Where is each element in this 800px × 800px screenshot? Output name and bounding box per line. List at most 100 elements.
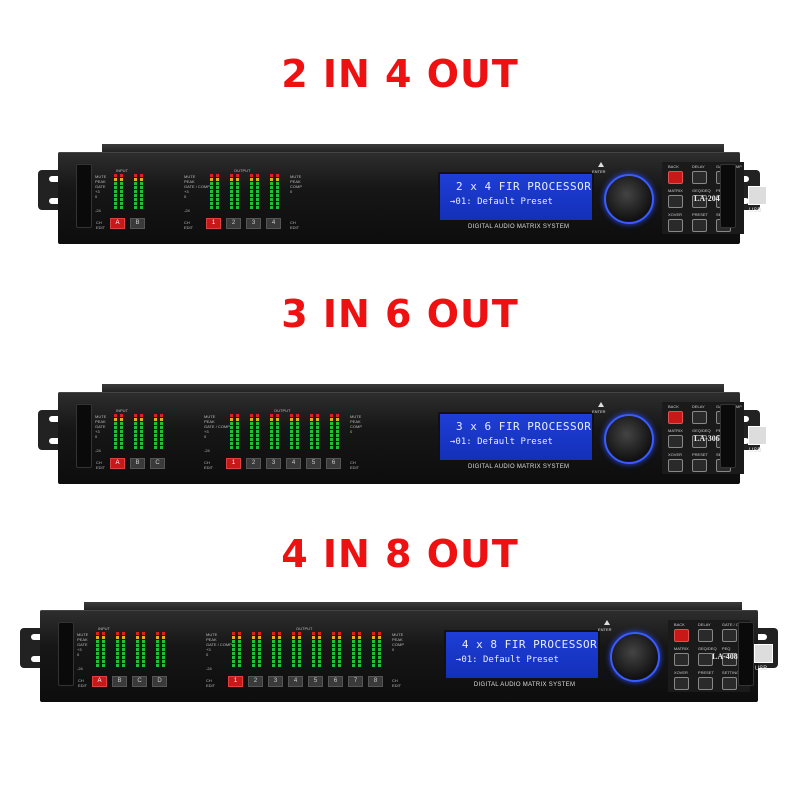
output-select-4-button[interactable]: 4	[288, 676, 303, 687]
input-meter-legend: MUTE PEAK GATE +3 0	[77, 632, 89, 657]
output-meter-4	[276, 174, 279, 209]
function-button-preset[interactable]	[692, 459, 707, 472]
input-meter-A	[114, 174, 117, 209]
output-meter-6	[330, 414, 333, 449]
heading-2: 3 IN 6 OUT	[281, 292, 519, 336]
usb-port[interactable]	[753, 644, 773, 663]
function-button-matrix[interactable]	[668, 195, 683, 208]
model-label: LA-306	[694, 434, 720, 443]
lcd-line-1: 3 x 6 FIR PROCESSOR	[456, 420, 592, 433]
function-button-back[interactable]	[668, 171, 683, 184]
function-button-gate-comp[interactable]	[721, 629, 737, 642]
function-button-setting[interactable]	[721, 677, 737, 690]
heading-3: 4 IN 8 OUT	[281, 532, 519, 576]
function-button-geq-deq[interactable]	[692, 435, 707, 448]
output-select-3-button[interactable]: 3	[266, 458, 281, 469]
function-button-matrix[interactable]	[668, 435, 683, 448]
input-select-B-button[interactable]: B	[130, 218, 145, 229]
function-button-delay[interactable]	[692, 411, 707, 424]
input-select-C-button[interactable]: C	[150, 458, 165, 469]
output-meter-4	[296, 414, 299, 449]
usb-port[interactable]	[748, 186, 767, 205]
output-select-1-button[interactable]: 1	[226, 458, 241, 469]
output-select-8-button[interactable]: 8	[368, 676, 383, 687]
output-select-4-button[interactable]: 4	[286, 458, 301, 469]
output-select-4-button[interactable]: 4	[266, 218, 281, 229]
output-select-7-button[interactable]: 7	[348, 676, 363, 687]
chassis-top	[102, 144, 724, 152]
function-button-xover[interactable]	[668, 219, 683, 232]
input-select-D-button[interactable]: D	[152, 676, 167, 687]
input-section-label: INPUT	[116, 408, 128, 413]
system-name-label: DIGITAL AUDIO MATRIX SYSTEM	[473, 682, 576, 688]
output-ch-edit: CH EDIT	[204, 460, 214, 470]
function-label-matrix: MATRIX	[668, 428, 683, 433]
function-button-preset[interactable]	[697, 677, 713, 690]
input-meter-legend: MUTE PEAK GATE +3 0	[95, 174, 107, 199]
output-meter-legend: MUTE PEAK GATE / COMP +3 0	[184, 174, 210, 199]
rack-hole	[49, 438, 61, 444]
output-meter-6	[332, 632, 335, 667]
input-select-A-button[interactable]: A	[92, 676, 107, 687]
function-label-preset: PRESET	[692, 452, 709, 457]
function-button-matrix[interactable]	[673, 653, 689, 666]
function-button-geq-deq[interactable]	[692, 195, 707, 208]
enter-label: ENTER	[592, 169, 606, 174]
output-meter-1	[230, 414, 233, 449]
input-meter-C	[154, 414, 157, 449]
input-select-A-button[interactable]: A	[110, 458, 125, 469]
input-meter-C	[136, 632, 139, 667]
enter-label: ENTER	[597, 627, 612, 632]
output-meter-2	[256, 414, 259, 449]
usb-port[interactable]	[748, 426, 767, 445]
output-ch-edit: CH EDIT	[206, 678, 216, 688]
input-select-C-button[interactable]: C	[132, 676, 147, 687]
input-select-A-button[interactable]: A	[110, 218, 125, 229]
input-select-B-button[interactable]: B	[130, 458, 145, 469]
function-button-xover[interactable]	[668, 459, 683, 472]
rack-hole	[49, 176, 61, 182]
function-button-peq[interactable]	[721, 653, 737, 666]
function-label-matrix: MATRIX	[673, 646, 689, 651]
function-label-peq: PEQ	[721, 646, 731, 651]
lcd-line-2: →01: Default Preset	[455, 655, 559, 665]
function-button-xover[interactable]	[673, 677, 689, 690]
output-meter-1	[236, 414, 239, 449]
input-meter-legend: MUTE PEAK GATE +3 0	[95, 414, 107, 439]
function-button-back[interactable]	[668, 411, 683, 424]
output-meter-3	[250, 174, 253, 209]
output-select-6-button[interactable]: 6	[326, 458, 341, 469]
output-select-1-button[interactable]: 1	[206, 218, 221, 229]
handle-right	[720, 164, 736, 228]
rack-hole	[49, 198, 61, 204]
function-button-geq-deq[interactable]	[697, 653, 713, 666]
output-section-label: OUTPUT	[234, 168, 251, 173]
rotary-encoder-knob[interactable]	[604, 414, 654, 464]
output-select-2-button[interactable]: 2	[246, 458, 261, 469]
input-select-B-button[interactable]: B	[112, 676, 127, 687]
input-meter-C	[160, 414, 163, 449]
input-meter-B	[134, 174, 137, 209]
rotary-encoder-knob[interactable]	[604, 174, 654, 224]
output-select-6-button[interactable]: 6	[328, 676, 343, 687]
output-meter-2	[230, 174, 233, 209]
output-right-legend: MUTE PEAK COMP 0	[392, 632, 404, 652]
output-select-2-button[interactable]: 2	[248, 676, 263, 687]
output-select-2-button[interactable]: 2	[226, 218, 241, 229]
output-select-3-button[interactable]: 3	[268, 676, 283, 687]
output-select-1-button[interactable]: 1	[228, 676, 243, 687]
function-button-preset[interactable]	[692, 219, 707, 232]
function-button-delay[interactable]	[692, 171, 707, 184]
function-button-delay[interactable]	[697, 629, 713, 642]
rotary-encoder-knob[interactable]	[609, 632, 660, 682]
input-meter-D	[156, 632, 159, 667]
output-select-5-button[interactable]: 5	[306, 458, 321, 469]
output-select-5-button[interactable]: 5	[308, 676, 323, 687]
chassis-top	[102, 384, 724, 392]
output-select-3-button[interactable]: 3	[246, 218, 261, 229]
function-button-back[interactable]	[673, 629, 689, 642]
